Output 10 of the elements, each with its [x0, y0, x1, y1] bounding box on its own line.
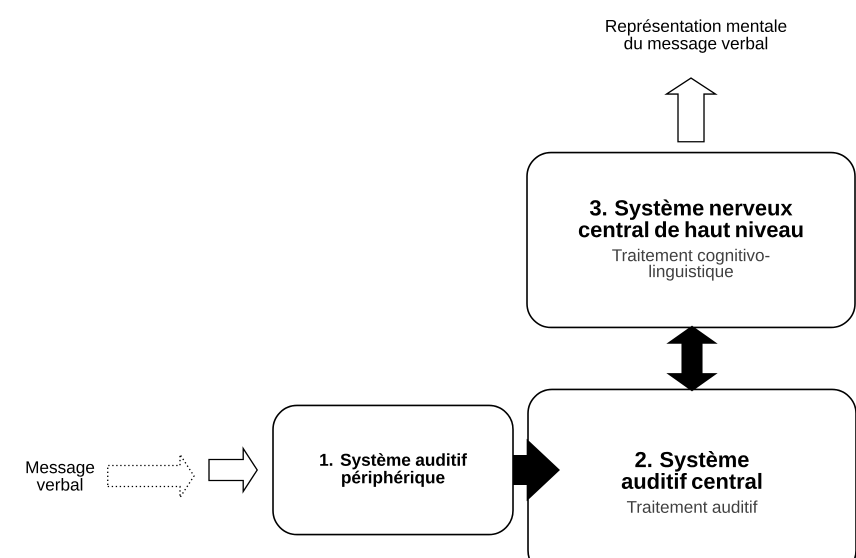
- process-box: 3. Système nerveux central de haut niveau Traitement cognitivo-linguistique: [526, 152, 856, 328]
- process-box: 2. Système auditif central Traitement auditif: [527, 388, 856, 558]
- text-label: Représentation mentale du message verbal: [606, 19, 786, 53]
- block-arrow: [208, 446, 258, 494]
- block-arrow: [664, 77, 718, 142]
- block-arrow: [666, 326, 718, 392]
- block-arrow: [513, 438, 560, 502]
- block-arrow: [107, 452, 195, 500]
- text-label: Message verbal: [26, 461, 94, 491]
- process-box: 1. Système auditif périphérique: [272, 404, 514, 536]
